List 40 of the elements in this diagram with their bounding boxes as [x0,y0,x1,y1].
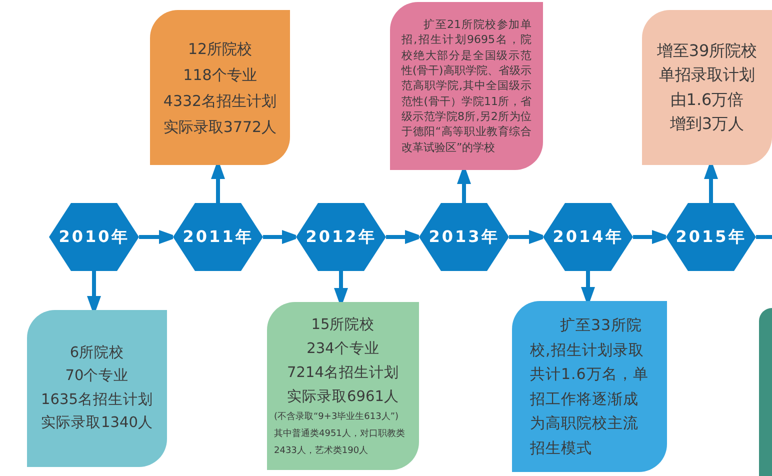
info-card [512,301,667,472]
card-text: 实际录取6961人 [287,388,399,406]
card-text: 1635名招生计划 [41,390,153,410]
year-label: 2012年 [306,227,376,247]
card-text: 15所院校 [311,316,375,334]
card-text: 4332名招生计划 [163,90,277,112]
card-text: (不含录取“9+3毕业生613人”) [274,410,400,424]
year-hexagon [296,203,386,271]
year-label: 2015年 [676,227,746,247]
card-text: 增到3万人 [670,113,744,135]
card-text: 实际录取1340人 [41,414,153,433]
year-hexagon [49,203,139,271]
card-text: 扩至33所院校,招生计划录取共计1.6万名，单招工作将逐渐成为高职院校主流招生模式 [530,315,649,458]
card-text: 6所院校 [70,344,124,362]
card-text: 实际录取3772人 [163,116,277,138]
card-text: 118个专业 [183,64,257,86]
card-text: 234个专业 [306,340,380,358]
year-hexagon [173,203,263,271]
info-card [27,310,167,467]
card-text: 70个专业 [65,367,129,386]
card-text: 单招录取计划 [659,64,755,86]
year-label: 2010年 [58,227,130,247]
connector-line [756,235,772,239]
year-label: 2013年 [428,227,500,247]
card-text: 增至39所院校 [656,40,758,62]
card-text: 12所院校 [188,38,252,60]
card-text: 7214名招生计划 [287,364,399,382]
info-card [150,10,290,165]
info-card [390,2,543,170]
info-card [267,302,419,470]
info-card [642,10,772,165]
year-label: 2011年 [182,227,254,247]
year-hexagon [543,203,633,271]
year-label: 2014年 [552,227,624,247]
year-hexagon [419,203,509,271]
card-text: 由1.6万倍 [670,88,744,110]
info-card [759,308,772,476]
card-text: 扩至21所院校参加单招,招生计划9695名，院校绝大部分是全国级示范性(骨干)高职学院、省级示范高职学院,其中全国级示范性(骨干）学院11所，省级示范学院8所,另2所为位于德阳“高等职业教育综合改革试验区”的学校 [402,17,532,155]
card-text: 其中普通类4951人，对口职教类2433人，艺术类190人 [274,427,406,458]
year-hexagon [666,203,756,271]
